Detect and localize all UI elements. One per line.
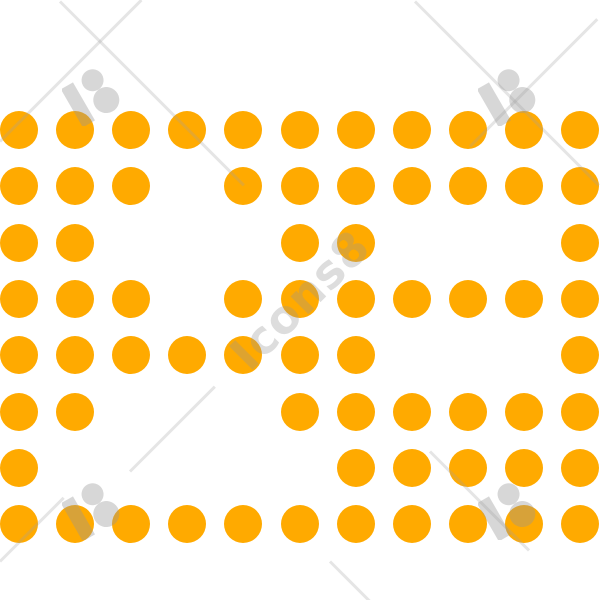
dot — [336, 448, 375, 487]
dot — [561, 505, 599, 544]
dot — [168, 336, 207, 375]
dot — [504, 505, 543, 544]
dot — [392, 111, 431, 149]
dot — [336, 223, 375, 262]
dot — [504, 448, 543, 487]
dot — [392, 392, 431, 431]
dot — [280, 505, 319, 544]
dot — [56, 336, 95, 375]
dot — [561, 336, 599, 375]
dot — [280, 392, 319, 431]
dot — [561, 167, 599, 206]
dot — [392, 167, 431, 206]
dot — [224, 505, 263, 544]
dot — [0, 111, 38, 149]
dot — [561, 111, 599, 149]
dot — [112, 505, 151, 544]
dot — [0, 448, 38, 487]
dot — [336, 392, 375, 431]
dot — [224, 336, 263, 375]
dot — [56, 505, 95, 544]
dot — [336, 505, 375, 544]
dot — [392, 279, 431, 318]
dot — [56, 279, 95, 318]
dot — [280, 336, 319, 375]
dot — [168, 505, 207, 544]
dot — [504, 279, 543, 318]
dot — [448, 111, 487, 149]
dot — [336, 111, 375, 149]
dot — [56, 223, 95, 262]
dot — [224, 279, 263, 318]
dot — [112, 336, 151, 375]
dot — [561, 223, 599, 262]
dot — [168, 111, 207, 149]
dot — [280, 111, 319, 149]
dot — [336, 167, 375, 206]
dot — [448, 448, 487, 487]
dot — [112, 167, 151, 206]
dot — [504, 392, 543, 431]
dot — [280, 279, 319, 318]
dot — [336, 279, 375, 318]
dot — [504, 111, 543, 149]
dot — [504, 167, 543, 206]
dot — [56, 392, 95, 431]
dot — [224, 111, 263, 149]
dot — [224, 167, 263, 206]
dot — [56, 167, 95, 206]
dot — [0, 167, 38, 206]
dot — [448, 167, 487, 206]
dot — [448, 392, 487, 431]
dot — [392, 448, 431, 487]
dot — [336, 336, 375, 375]
dot — [56, 111, 95, 149]
dot — [0, 392, 38, 431]
dot — [112, 111, 151, 149]
dot — [448, 505, 487, 544]
dot — [448, 279, 487, 318]
dot — [0, 336, 38, 375]
dot — [0, 505, 38, 544]
dot — [0, 223, 38, 262]
dot — [112, 279, 151, 318]
dot — [280, 223, 319, 262]
dot — [561, 279, 599, 318]
dot — [0, 279, 38, 318]
dot — [280, 167, 319, 206]
dot — [392, 505, 431, 544]
dot — [561, 392, 599, 431]
dot — [561, 448, 599, 487]
